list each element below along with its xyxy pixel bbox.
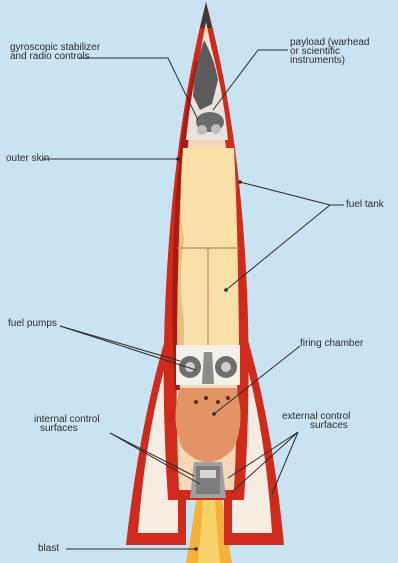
leader-external-3 <box>272 432 298 494</box>
label-payload-line3: instruments) <box>290 56 370 65</box>
label-internal-line2: surfaces <box>34 424 100 433</box>
label-payload: payload (warhead or scientific instrumen… <box>290 38 370 65</box>
label-external-line2: surfaces <box>282 421 350 430</box>
label-outer-skin: outer skin <box>6 154 49 164</box>
leader-fuel-tank-1 <box>240 182 344 205</box>
firing-chamber <box>175 388 240 462</box>
label-external-control-surfaces: external control surfaces <box>282 412 350 430</box>
label-gyroscopic-stabilizer: gyroscopic stabilizer and radio controls <box>10 43 100 61</box>
label-internal-control-surfaces: internal control surfaces <box>34 415 100 433</box>
label-gyro-line2: and radio controls <box>10 52 100 61</box>
leader-fuel-pumps-1 <box>60 326 180 361</box>
label-fuel-pumps: fuel pumps <box>8 319 57 329</box>
label-firing-chamber: firing chamber <box>300 339 363 349</box>
leader-gyro <box>78 58 198 120</box>
label-fuel-tank: fuel tank <box>346 200 384 210</box>
label-blast: blast <box>38 544 59 554</box>
